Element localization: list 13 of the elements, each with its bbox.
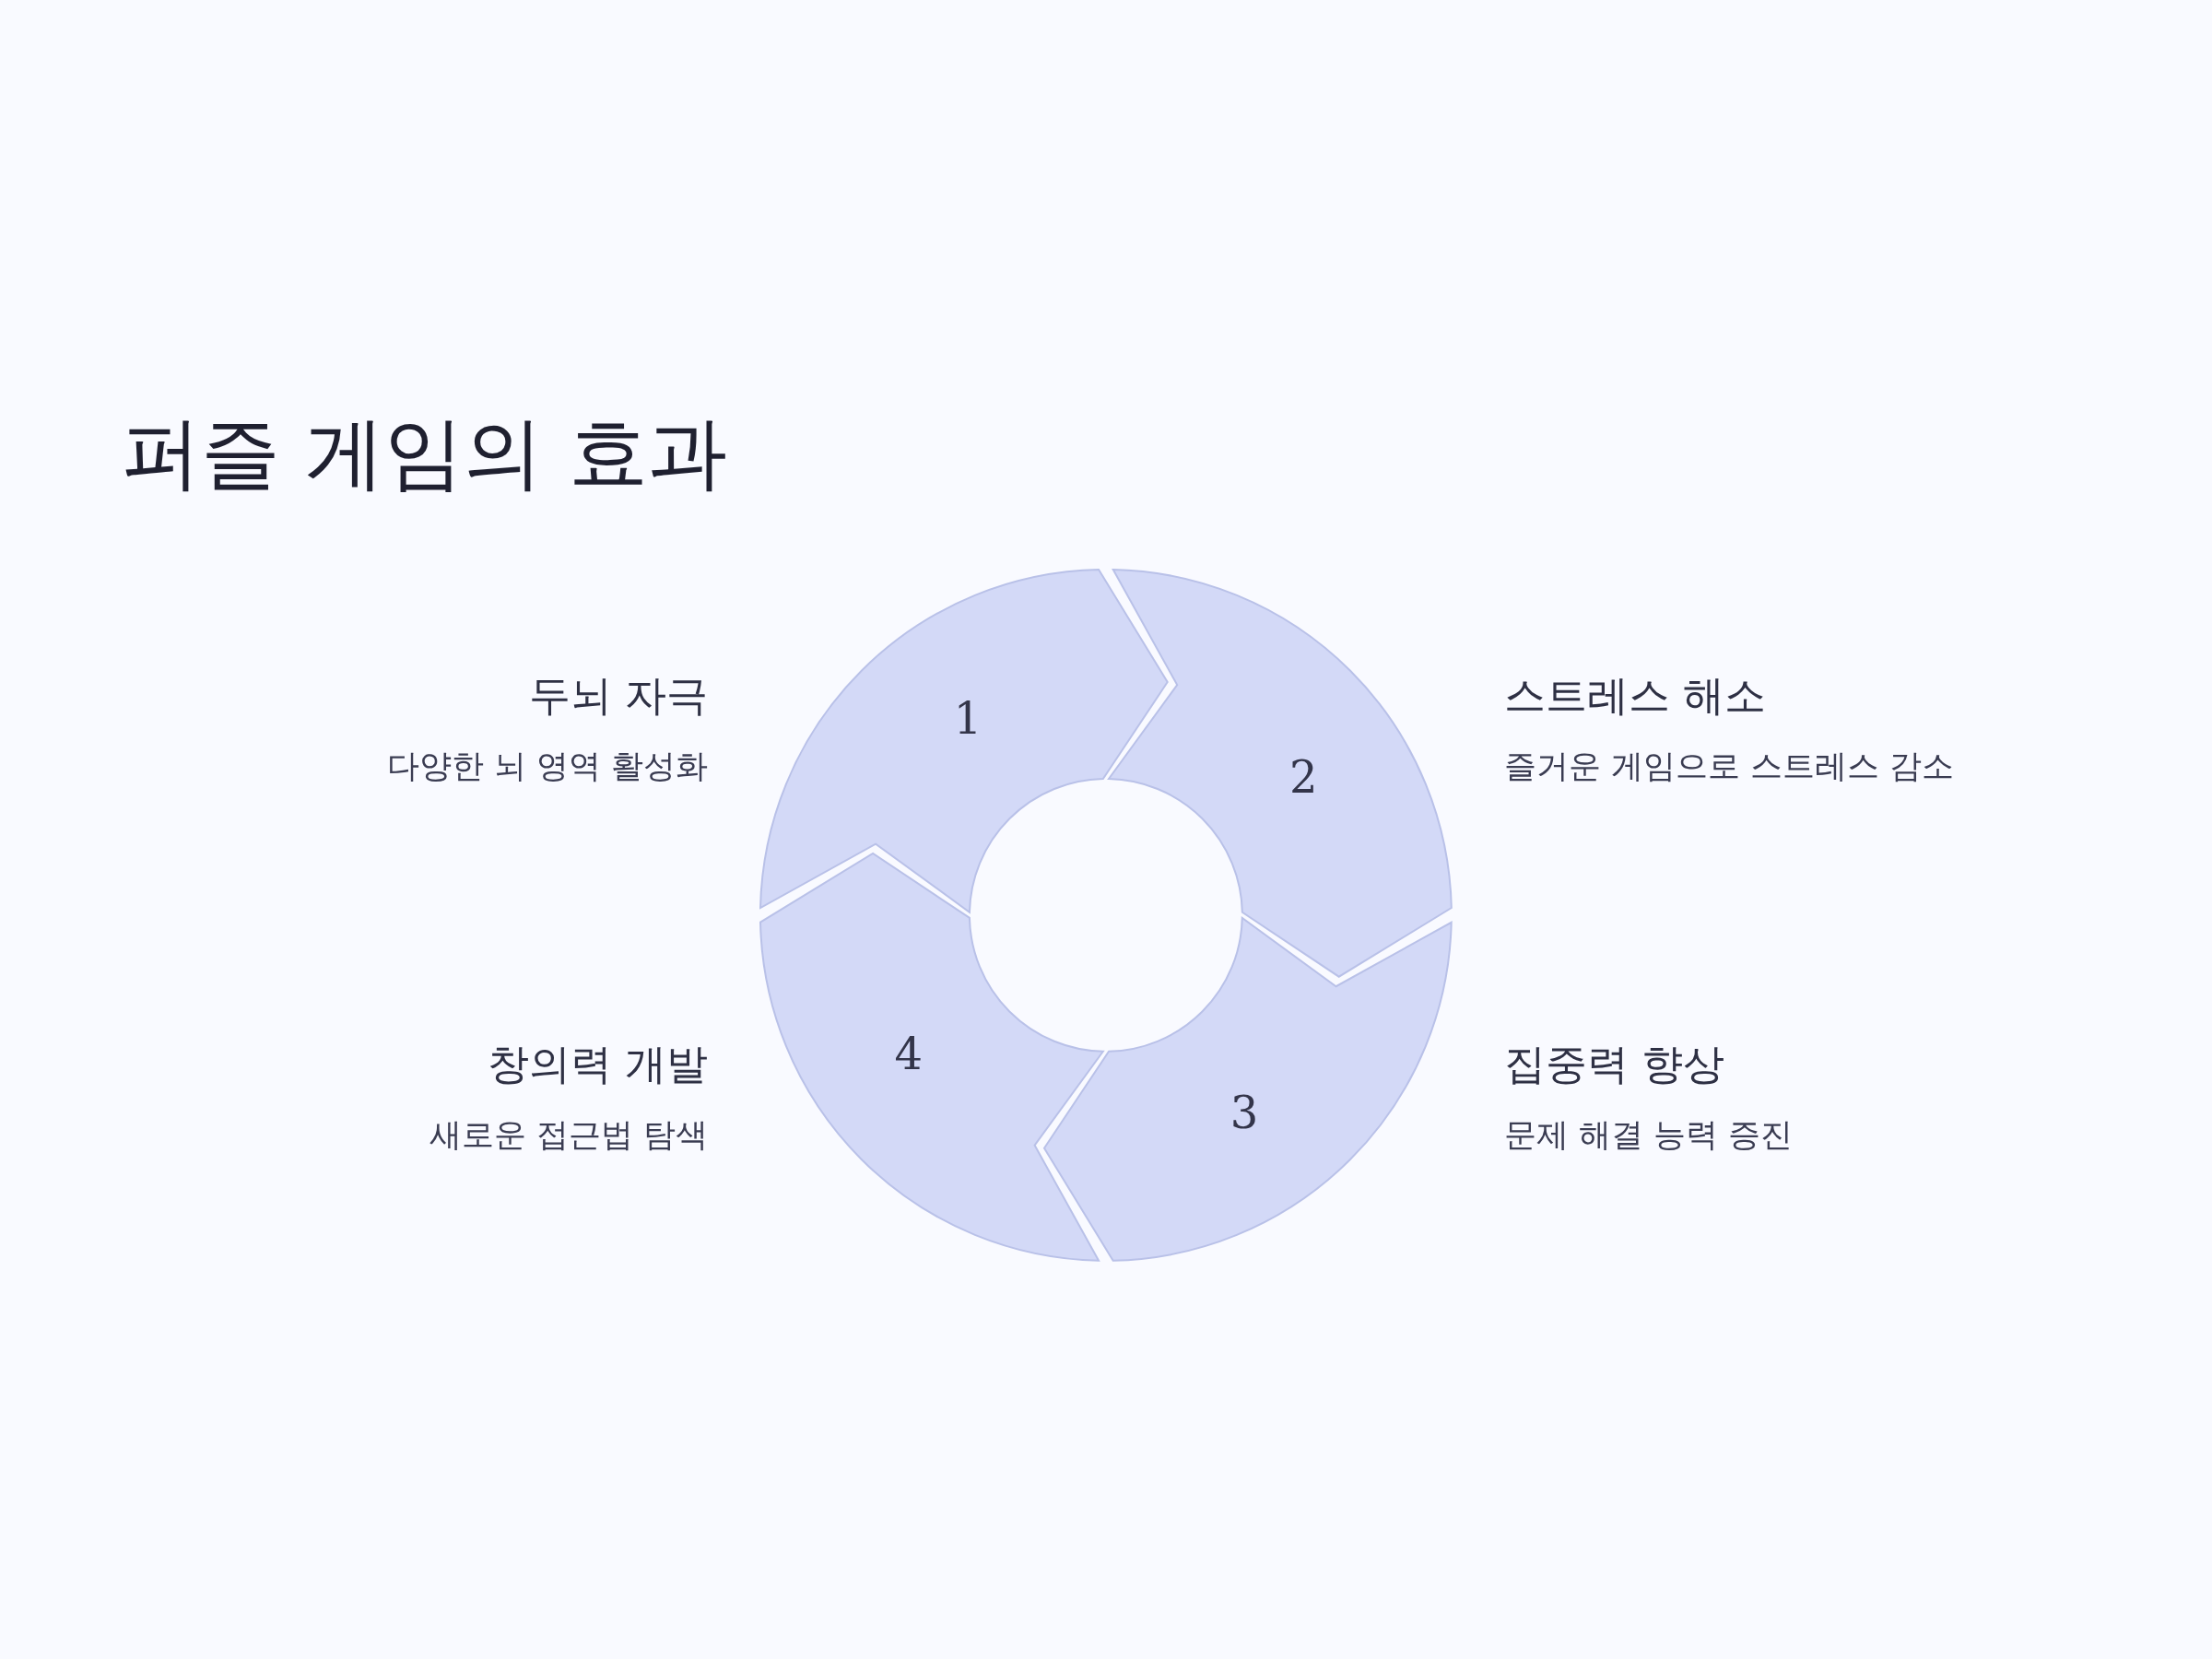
description: 문제 해결 능력 증진 [1504,1115,1794,1154]
description: 새로운 접근법 탐색 [429,1115,708,1154]
step-number: 1 [953,695,982,740]
step-number: 3 [1230,1090,1259,1135]
heading: 창의력 개발 [487,1040,708,1089]
step-number: 2 [1288,755,1318,799]
heading: 집중력 향상 [1504,1040,1725,1089]
step-number: 4 [894,1030,924,1076]
heading: 스트레스 해소 [1504,671,1767,721]
description: 다양한 뇌 영역 활성화 [386,747,708,785]
description: 즐거운 게임으로 스트레스 감소 [1504,747,1955,785]
title: 퍼즐 게임의 효과 [122,406,727,500]
heading: 두뇌 자극 [528,671,708,721]
